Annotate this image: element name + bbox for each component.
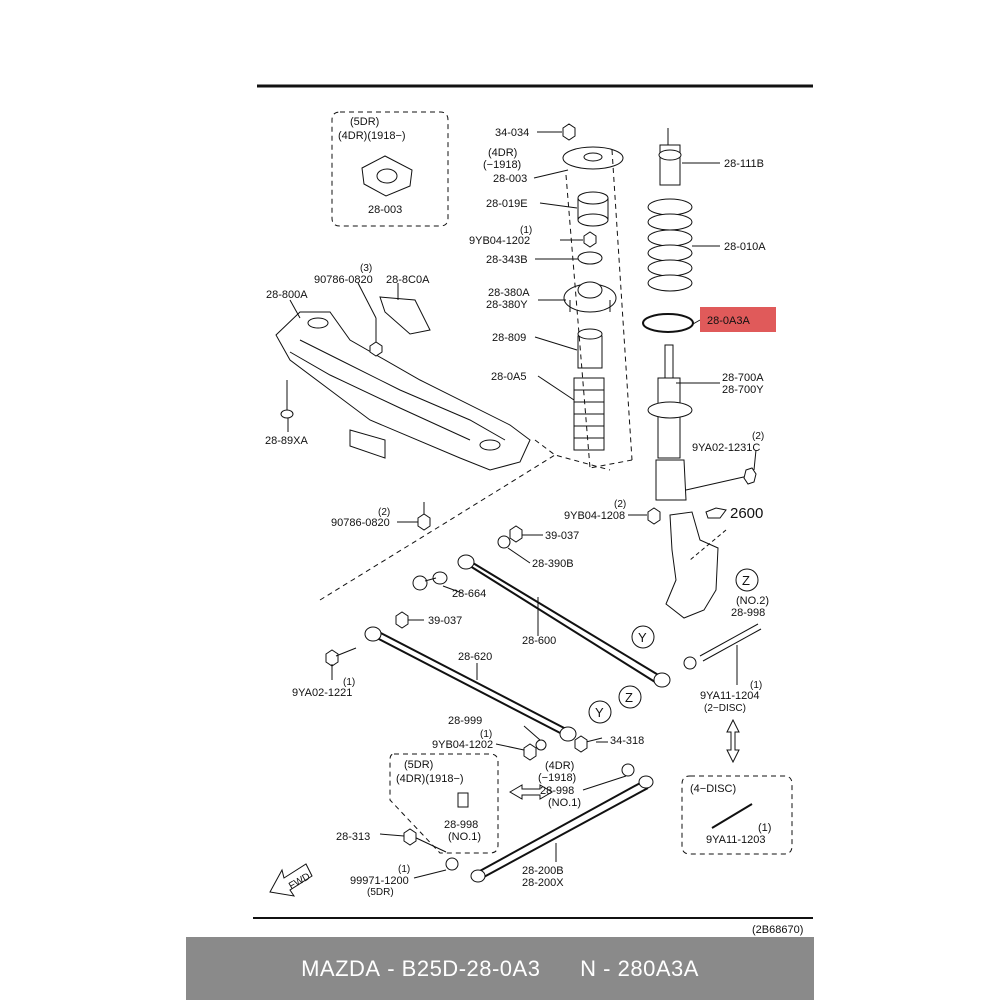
label-qty: (1) — [750, 680, 762, 691]
label-28-200x: 28-200X — [522, 877, 564, 889]
svg-text:(4−DISC): (4−DISC) — [690, 783, 736, 795]
label-qty: (1) — [343, 677, 355, 688]
label-qty: (2) — [614, 499, 626, 510]
label-99971-1200: 99971-1200 — [350, 875, 409, 887]
label-90786-0820: 90786-0820 — [314, 274, 373, 286]
brand-name: MAZDA — [301, 955, 381, 981]
label-no2: (NO.2) — [736, 595, 769, 607]
label-28-003: 28-003 — [493, 173, 527, 185]
variant-box-bottom-left: (5DR) (4DR)(1918−) 28-998 (NO.1) — [389, 753, 499, 854]
label-28-0a3a: 28-0A3A — [707, 315, 750, 327]
label-qty: (1) — [480, 729, 492, 740]
label-28-998: 28-998 — [731, 607, 765, 619]
svg-text:(4DR)(1918−): (4DR)(1918−) — [396, 773, 464, 785]
label-39-037: 39-037 — [545, 530, 579, 542]
crossmember-guide-line — [319, 439, 611, 601]
label-34-034: 34-034 — [495, 127, 529, 139]
spring-seat-highlight — [642, 313, 694, 333]
diagram-reference: (2B68670) — [752, 924, 803, 936]
label-no1: (NO.1) — [548, 797, 581, 809]
svg-text:(5DR): (5DR) — [350, 116, 379, 128]
svg-text:9YA11-1203: 9YA11-1203 — [706, 834, 766, 846]
marker-z: Z — [625, 690, 633, 705]
label-28-664: 28-664 — [452, 588, 486, 600]
label-9yb04-1202: 9YB04-1202 — [469, 235, 530, 247]
label-qty: (1) — [520, 225, 532, 236]
label-1918: (−1918) — [538, 772, 576, 784]
label-28-700y: 28-700Y — [722, 384, 764, 396]
svg-text:28-998: 28-998 — [444, 819, 478, 831]
label-9yb04-1202: 9YB04-1202 — [432, 739, 493, 751]
label-28-111b: 28-111B — [724, 158, 764, 170]
label-34-318: 34-318 — [610, 735, 644, 747]
oem-part-number: B25D-28-0A3 — [401, 955, 541, 981]
label-28-010a: 28-010A — [724, 241, 766, 253]
svg-text:(5DR): (5DR) — [404, 759, 433, 771]
bolt-part-icon — [711, 803, 753, 829]
part-number-banner: MAZDA - B25D-28-0A3 N - 280A3A — [186, 937, 814, 1000]
svg-text:28-003: 28-003 — [368, 204, 402, 216]
label-28-380y: 28-380Y — [486, 299, 528, 311]
bracket-part-icon — [457, 792, 469, 808]
reference-markers — [588, 568, 759, 724]
label-28-600: 28-600 — [522, 635, 556, 647]
label-28-390b: 28-390B — [532, 558, 574, 570]
knuckle-guide-line — [689, 529, 727, 561]
label-28-800a: 28-800A — [266, 289, 308, 301]
label-9yb04-1208: 9YB04-1208 — [564, 510, 625, 522]
variant-box-bottom-right: (4−DISC) (1) 9YA11-1203 — [681, 775, 793, 855]
coil-spring-strut — [642, 128, 762, 670]
svg-text:(NO.1): (NO.1) — [448, 831, 481, 843]
label-9ya02-1231c: 9YA02-1231C — [692, 442, 760, 454]
leader-lines — [287, 131, 757, 879]
label-2-disc: (2−DISC) — [704, 703, 746, 714]
svg-text:(4DR)(1918−): (4DR)(1918−) — [338, 130, 406, 142]
part-labels: 34-034 (4DR) (−1918) 28-003 28-019E (1) … — [265, 127, 769, 898]
label-9ya11-1204: 9YA11-1204 — [700, 690, 760, 702]
label-28-343b: 28-343B — [486, 254, 528, 266]
label-28-019e: 28-019E — [486, 198, 528, 210]
label-28-700a: 28-700A — [722, 372, 764, 384]
label-qty: (3) — [360, 263, 372, 274]
label-28-380a: 28-380A — [488, 287, 530, 299]
label-5dr: (5DR) — [367, 887, 394, 898]
label-4dr: (4DR) — [488, 147, 517, 159]
label-28-998: 28-998 — [540, 785, 574, 797]
label-28-313: 28-313 — [336, 831, 370, 843]
label-28-200b: 28-200B — [522, 865, 564, 877]
label-qty: (2) — [752, 431, 764, 442]
label-90786-0820: 90786-0820 — [331, 517, 390, 529]
strut-mount-assembly — [562, 123, 624, 451]
label-28-809: 28-809 — [492, 332, 526, 344]
label-qty: (1) — [398, 864, 410, 875]
label-1918: (−1918) — [483, 159, 521, 171]
see-assembly-icon — [705, 507, 727, 519]
label-28-999: 28-999 — [448, 715, 482, 727]
label-4dr: (4DR) — [545, 760, 574, 772]
n-part-code: 280A3A — [617, 955, 699, 981]
label-2600: 2600 — [730, 505, 763, 522]
assembly-guide-line — [565, 149, 633, 469]
variant-box-top-left: (5DR) (4DR)(1918−) 28-003 — [331, 111, 449, 227]
svg-text:(1): (1) — [758, 822, 771, 834]
crossmember — [275, 296, 531, 531]
marker-y: Y — [638, 630, 647, 645]
label-28-620: 28-620 — [458, 651, 492, 663]
label-qty: (2) — [378, 507, 390, 518]
highlight-box — [700, 307, 776, 332]
label-28-8c0a: 28-8C0A — [386, 274, 430, 286]
label-9ya02-1221: 9YA02-1221 — [292, 687, 352, 699]
forward-direction-icon: FWD — [269, 863, 313, 897]
label-28-89xa: 28-89XA — [265, 435, 308, 447]
label-28-0a5: 28-0A5 — [491, 371, 526, 383]
marker-y: Y — [595, 705, 604, 720]
marker-z: Z — [742, 573, 750, 588]
lateral-links — [325, 525, 740, 883]
label-39-037: 39-037 — [428, 615, 462, 627]
